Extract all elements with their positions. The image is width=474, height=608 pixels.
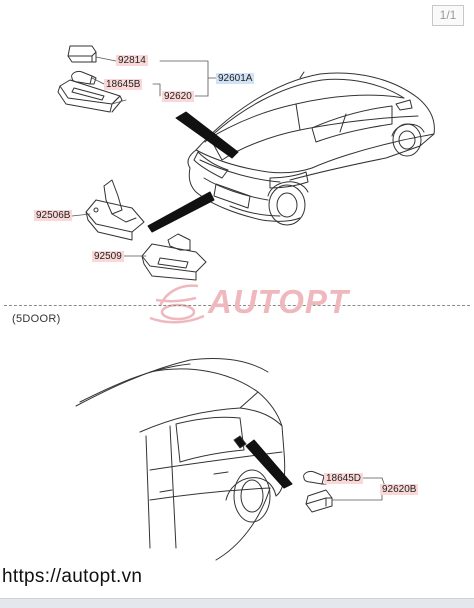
part-92814-illustration: [67, 45, 97, 63]
part-label-92620B[interactable]: 92620B: [380, 484, 419, 495]
watermark-text: AUTOPT: [208, 283, 350, 320]
section-divider: [4, 305, 470, 306]
part-92620B-illustration: [305, 489, 333, 513]
hatchback-side-illustration: [75, 358, 286, 561]
part-label-18645D[interactable]: 18645D: [324, 473, 364, 484]
website-url[interactable]: https://autopt.vn: [2, 566, 143, 587]
sedan-rear-illustration: [187, 71, 435, 226]
part-label-92509[interactable]: 92509: [92, 251, 124, 262]
part-92506B-illustration: [85, 179, 145, 241]
pointer-arrow-3: [245, 439, 293, 489]
section-label-5door: (5DOOR): [12, 313, 61, 325]
pointer-arrow-2: [147, 191, 215, 233]
part-92509-illustration: [141, 233, 207, 281]
page-indicator: 1/1: [432, 5, 464, 26]
part-label-18645B[interactable]: 18645B: [104, 79, 143, 90]
part-18645B-illustration: [71, 71, 97, 85]
watermark-logo-icon: [149, 284, 205, 324]
part-label-92601A[interactable]: 92601A: [216, 73, 255, 84]
part-92620-illustration: [57, 79, 123, 113]
part-label-92814[interactable]: 92814: [116, 55, 148, 66]
part-label-92620[interactable]: 92620: [162, 91, 194, 102]
bottom-scroll-bar: [0, 598, 474, 608]
part-label-92506B[interactable]: 92506B: [34, 210, 73, 221]
pointer-arrow-1: [175, 111, 239, 159]
